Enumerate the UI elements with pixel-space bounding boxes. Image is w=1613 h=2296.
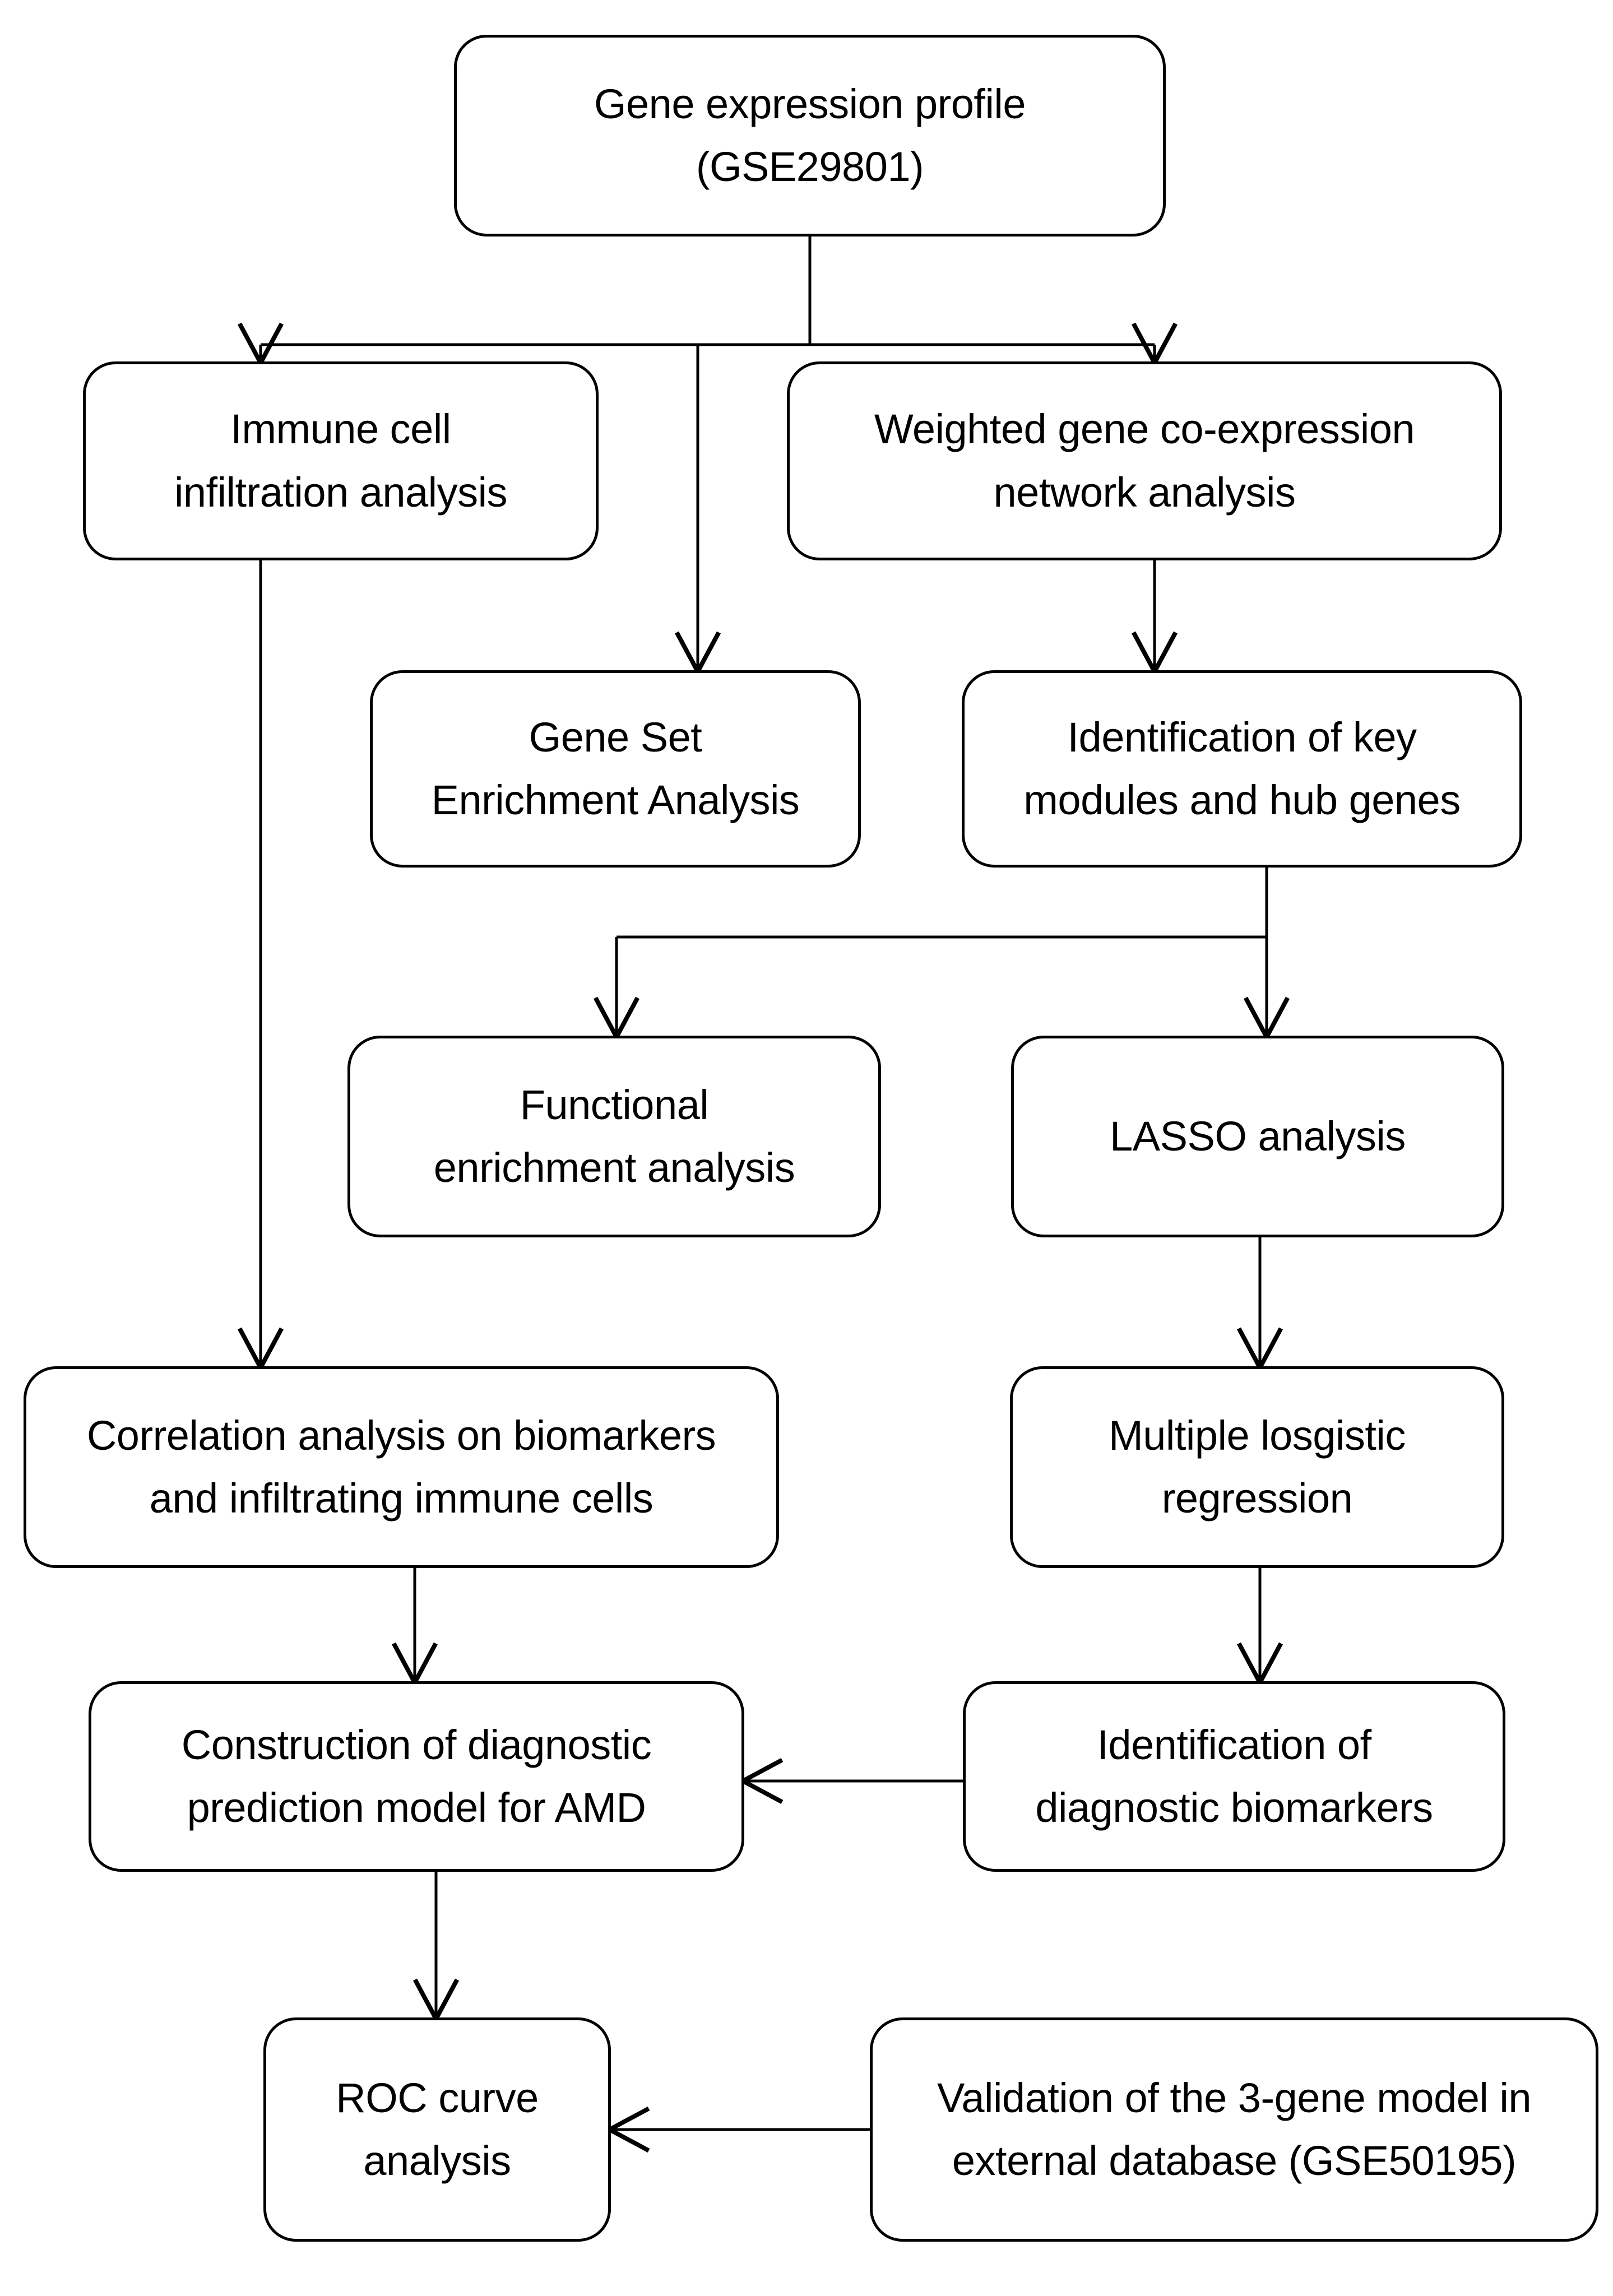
node-multiple-losgistic-regression[interactable]: Multiple losgistic regression (1010, 1366, 1504, 1568)
node-label-functional-enrichment-analysis: Functional enrichment analysis (433, 1081, 795, 1191)
node-identification-of-key-modules-and-hub-genes[interactable]: Identification of key modules and hub ge… (962, 670, 1522, 868)
node-label-validation-of-3-gene-model: Validation of the 3-gene model in extern… (937, 2074, 1531, 2184)
node-construction-of-diagnostic-prediction-model[interactable]: Construction of diagnostic prediction mo… (89, 1681, 744, 1872)
node-weighted-gene-co-expression-network-analysis[interactable]: Weighted gene co-expression network anal… (787, 361, 1502, 560)
node-label-identification-of-key-modules-and-hub-genes: Identification of key modules and hub ge… (1023, 713, 1461, 823)
node-correlation-analysis-on-biomarkers[interactable]: Correlation analysis on biomarkers and i… (24, 1366, 779, 1568)
node-immune-cell-infiltration-analysis[interactable]: Immune cell infiltration analysis (83, 361, 599, 560)
node-functional-enrichment-analysis[interactable]: Functional enrichment analysis (347, 1036, 881, 1237)
node-identification-of-diagnostic-biomarkers[interactable]: Identification of diagnostic biomarkers (963, 1681, 1505, 1872)
node-lasso-analysis[interactable]: LASSO analysis (1011, 1036, 1504, 1237)
node-label-lasso-analysis: LASSO analysis (1110, 1112, 1406, 1159)
node-label-multiple-losgistic-regression: Multiple losgistic regression (1109, 1412, 1406, 1522)
node-label-construction-of-diagnostic-prediction-model: Construction of diagnostic prediction mo… (181, 1721, 652, 1831)
node-label-gene-set-enrichment-analysis: Gene Set Enrichment Analysis (431, 713, 800, 823)
node-gene-expression-profile[interactable]: Gene expression profile (GSE29801) (454, 35, 1166, 236)
node-roc-curve-analysis[interactable]: ROC curve analysis (263, 2017, 611, 2242)
node-label-roc-curve-analysis: ROC curve analysis (336, 2074, 539, 2184)
node-label-correlation-analysis-on-biomarkers: Correlation analysis on biomarkers and i… (86, 1412, 716, 1522)
node-label-identification-of-diagnostic-biomarkers: Identification of diagnostic biomarkers (1035, 1721, 1433, 1831)
node-validation-of-3-gene-model[interactable]: Validation of the 3-gene model in extern… (870, 2017, 1598, 2242)
node-label-weighted-gene-co-expression-network-analysis: Weighted gene co-expression network anal… (874, 406, 1415, 516)
node-label-gene-expression-profile: Gene expression profile (GSE29801) (594, 80, 1026, 190)
node-label-immune-cell-infiltration-analysis: Immune cell infiltration analysis (174, 406, 508, 516)
node-gene-set-enrichment-analysis[interactable]: Gene Set Enrichment Analysis (370, 670, 861, 868)
